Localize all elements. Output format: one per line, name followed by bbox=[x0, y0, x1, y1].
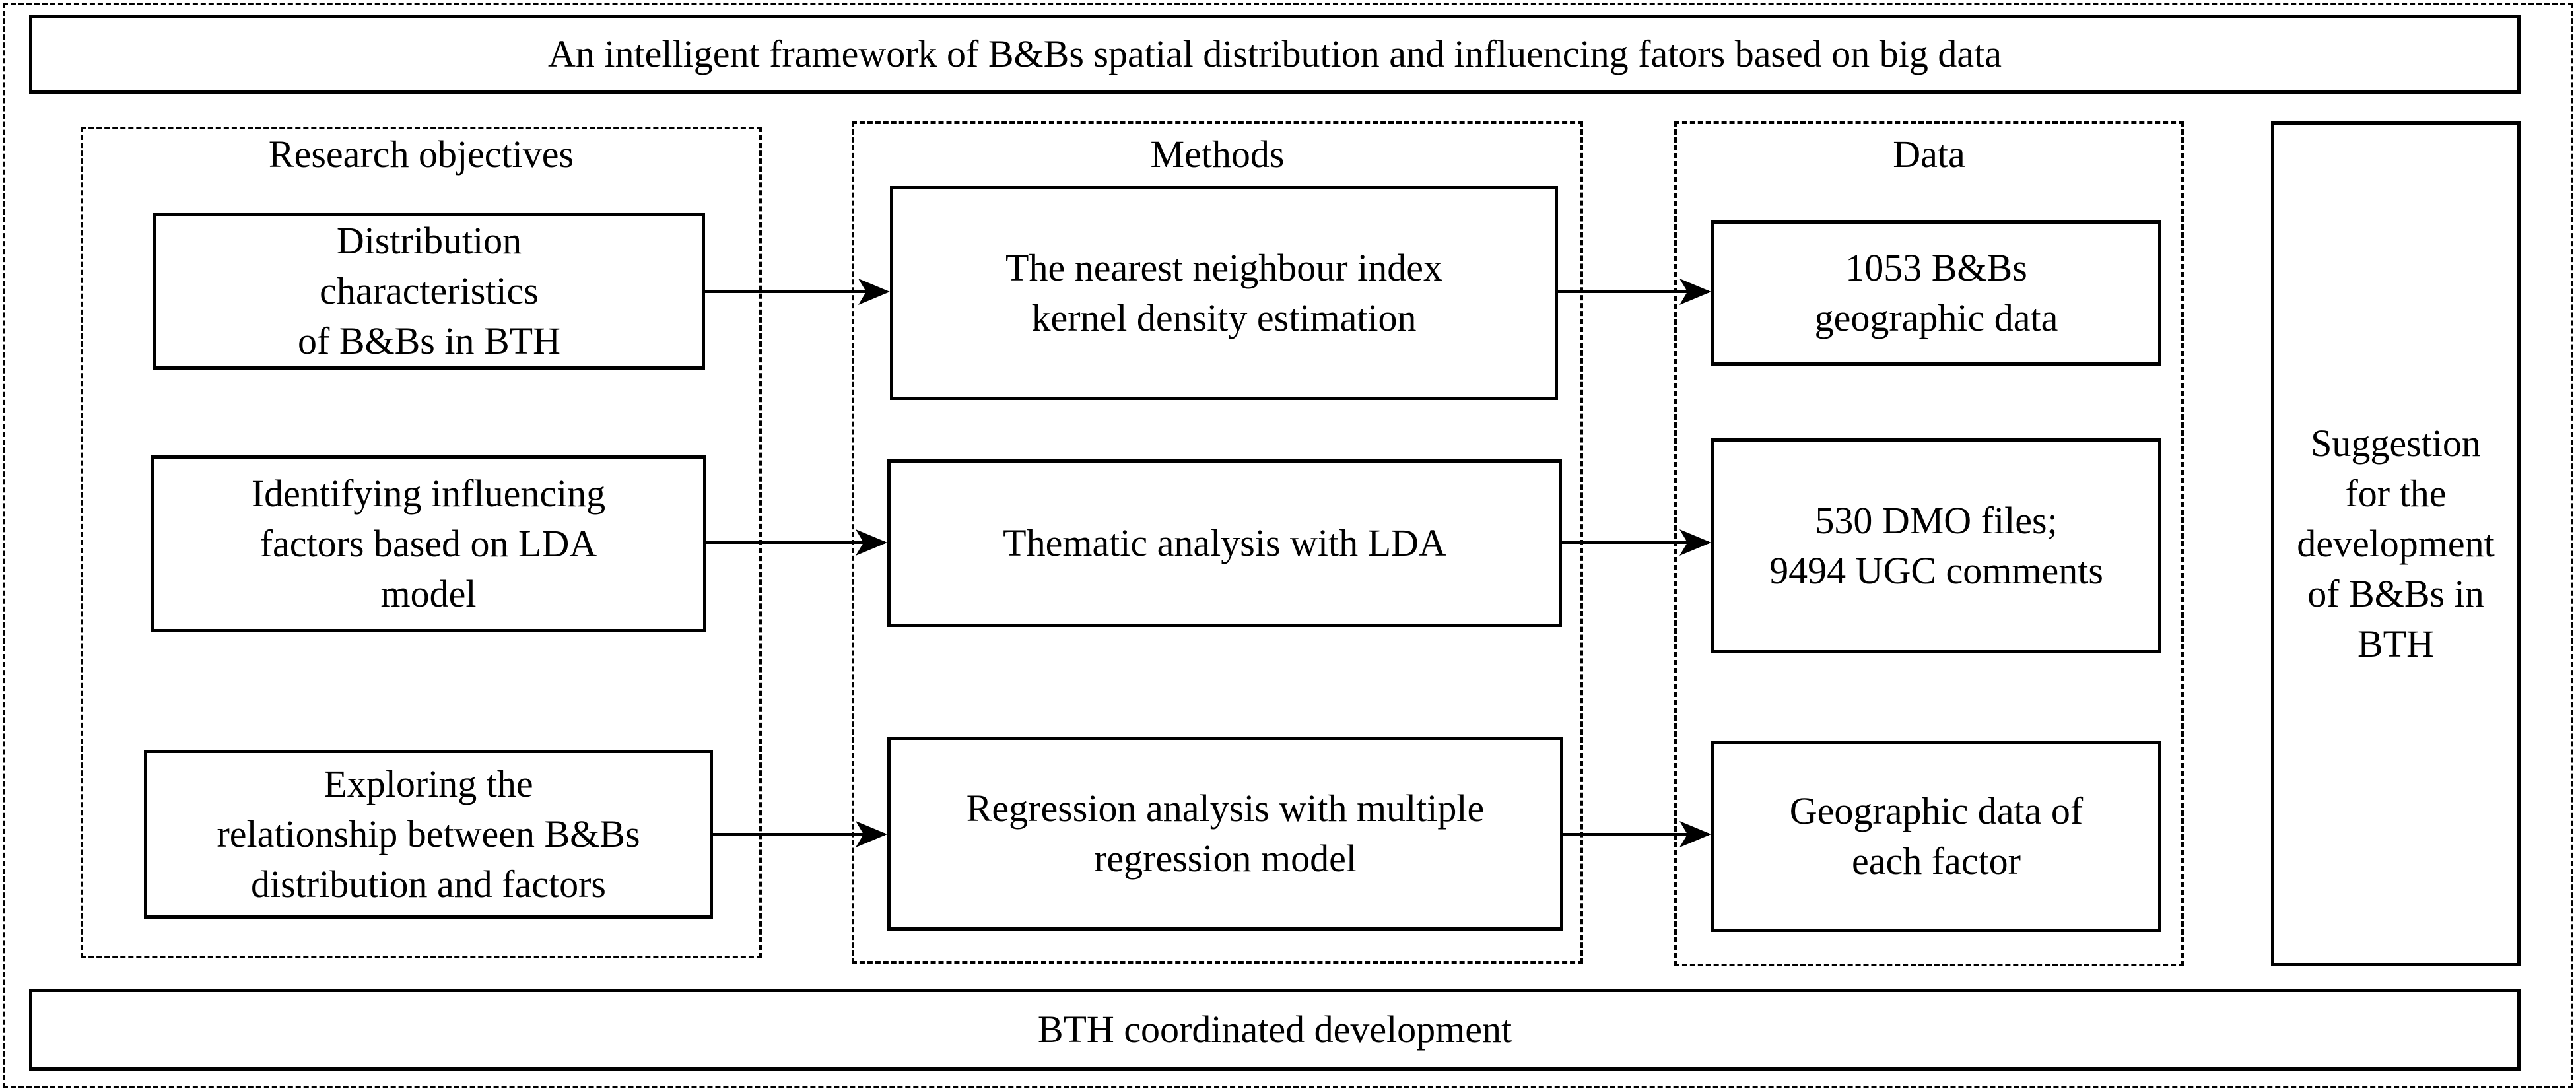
footer-text: BTH coordinated development bbox=[1037, 1008, 1512, 1051]
framework-title-text: An intelligent framework of B&Bs spatial… bbox=[548, 32, 2002, 75]
data-factor-geographic: Geographic data of each factor bbox=[1711, 741, 2161, 932]
outer-frame bbox=[3, 3, 2573, 1088]
objectives-heading: Research objectives bbox=[268, 133, 574, 176]
data-dmo-ugc: 530 DMO files; 9494 UGC comments bbox=[1711, 438, 2161, 653]
objective-distribution: Distribution characteristics of B&Bs in … bbox=[153, 213, 705, 370]
method-thematic-analysis: Thematic analysis with LDA bbox=[887, 459, 1562, 627]
data-heading: Data bbox=[1893, 133, 1965, 176]
data-geographic: 1053 B&Bs geographic data bbox=[1711, 220, 2161, 366]
framework-title: An intelligent framework of B&Bs spatial… bbox=[29, 15, 2521, 94]
objective-relationship: Exploring the relationship between B&Bs … bbox=[144, 750, 713, 919]
objective-influencing-factors: Identifying influencing factors based on… bbox=[151, 455, 706, 632]
suggestion-box: Suggestion for the development of B&Bs i… bbox=[2271, 121, 2521, 966]
methods-heading: Methods bbox=[1150, 133, 1285, 176]
method-regression: Regression analysis with multiple regres… bbox=[887, 737, 1563, 931]
method-nearest-neighbour: The nearest neighbour index kernel densi… bbox=[890, 186, 1558, 400]
footer-banner: BTH coordinated development bbox=[29, 989, 2521, 1071]
